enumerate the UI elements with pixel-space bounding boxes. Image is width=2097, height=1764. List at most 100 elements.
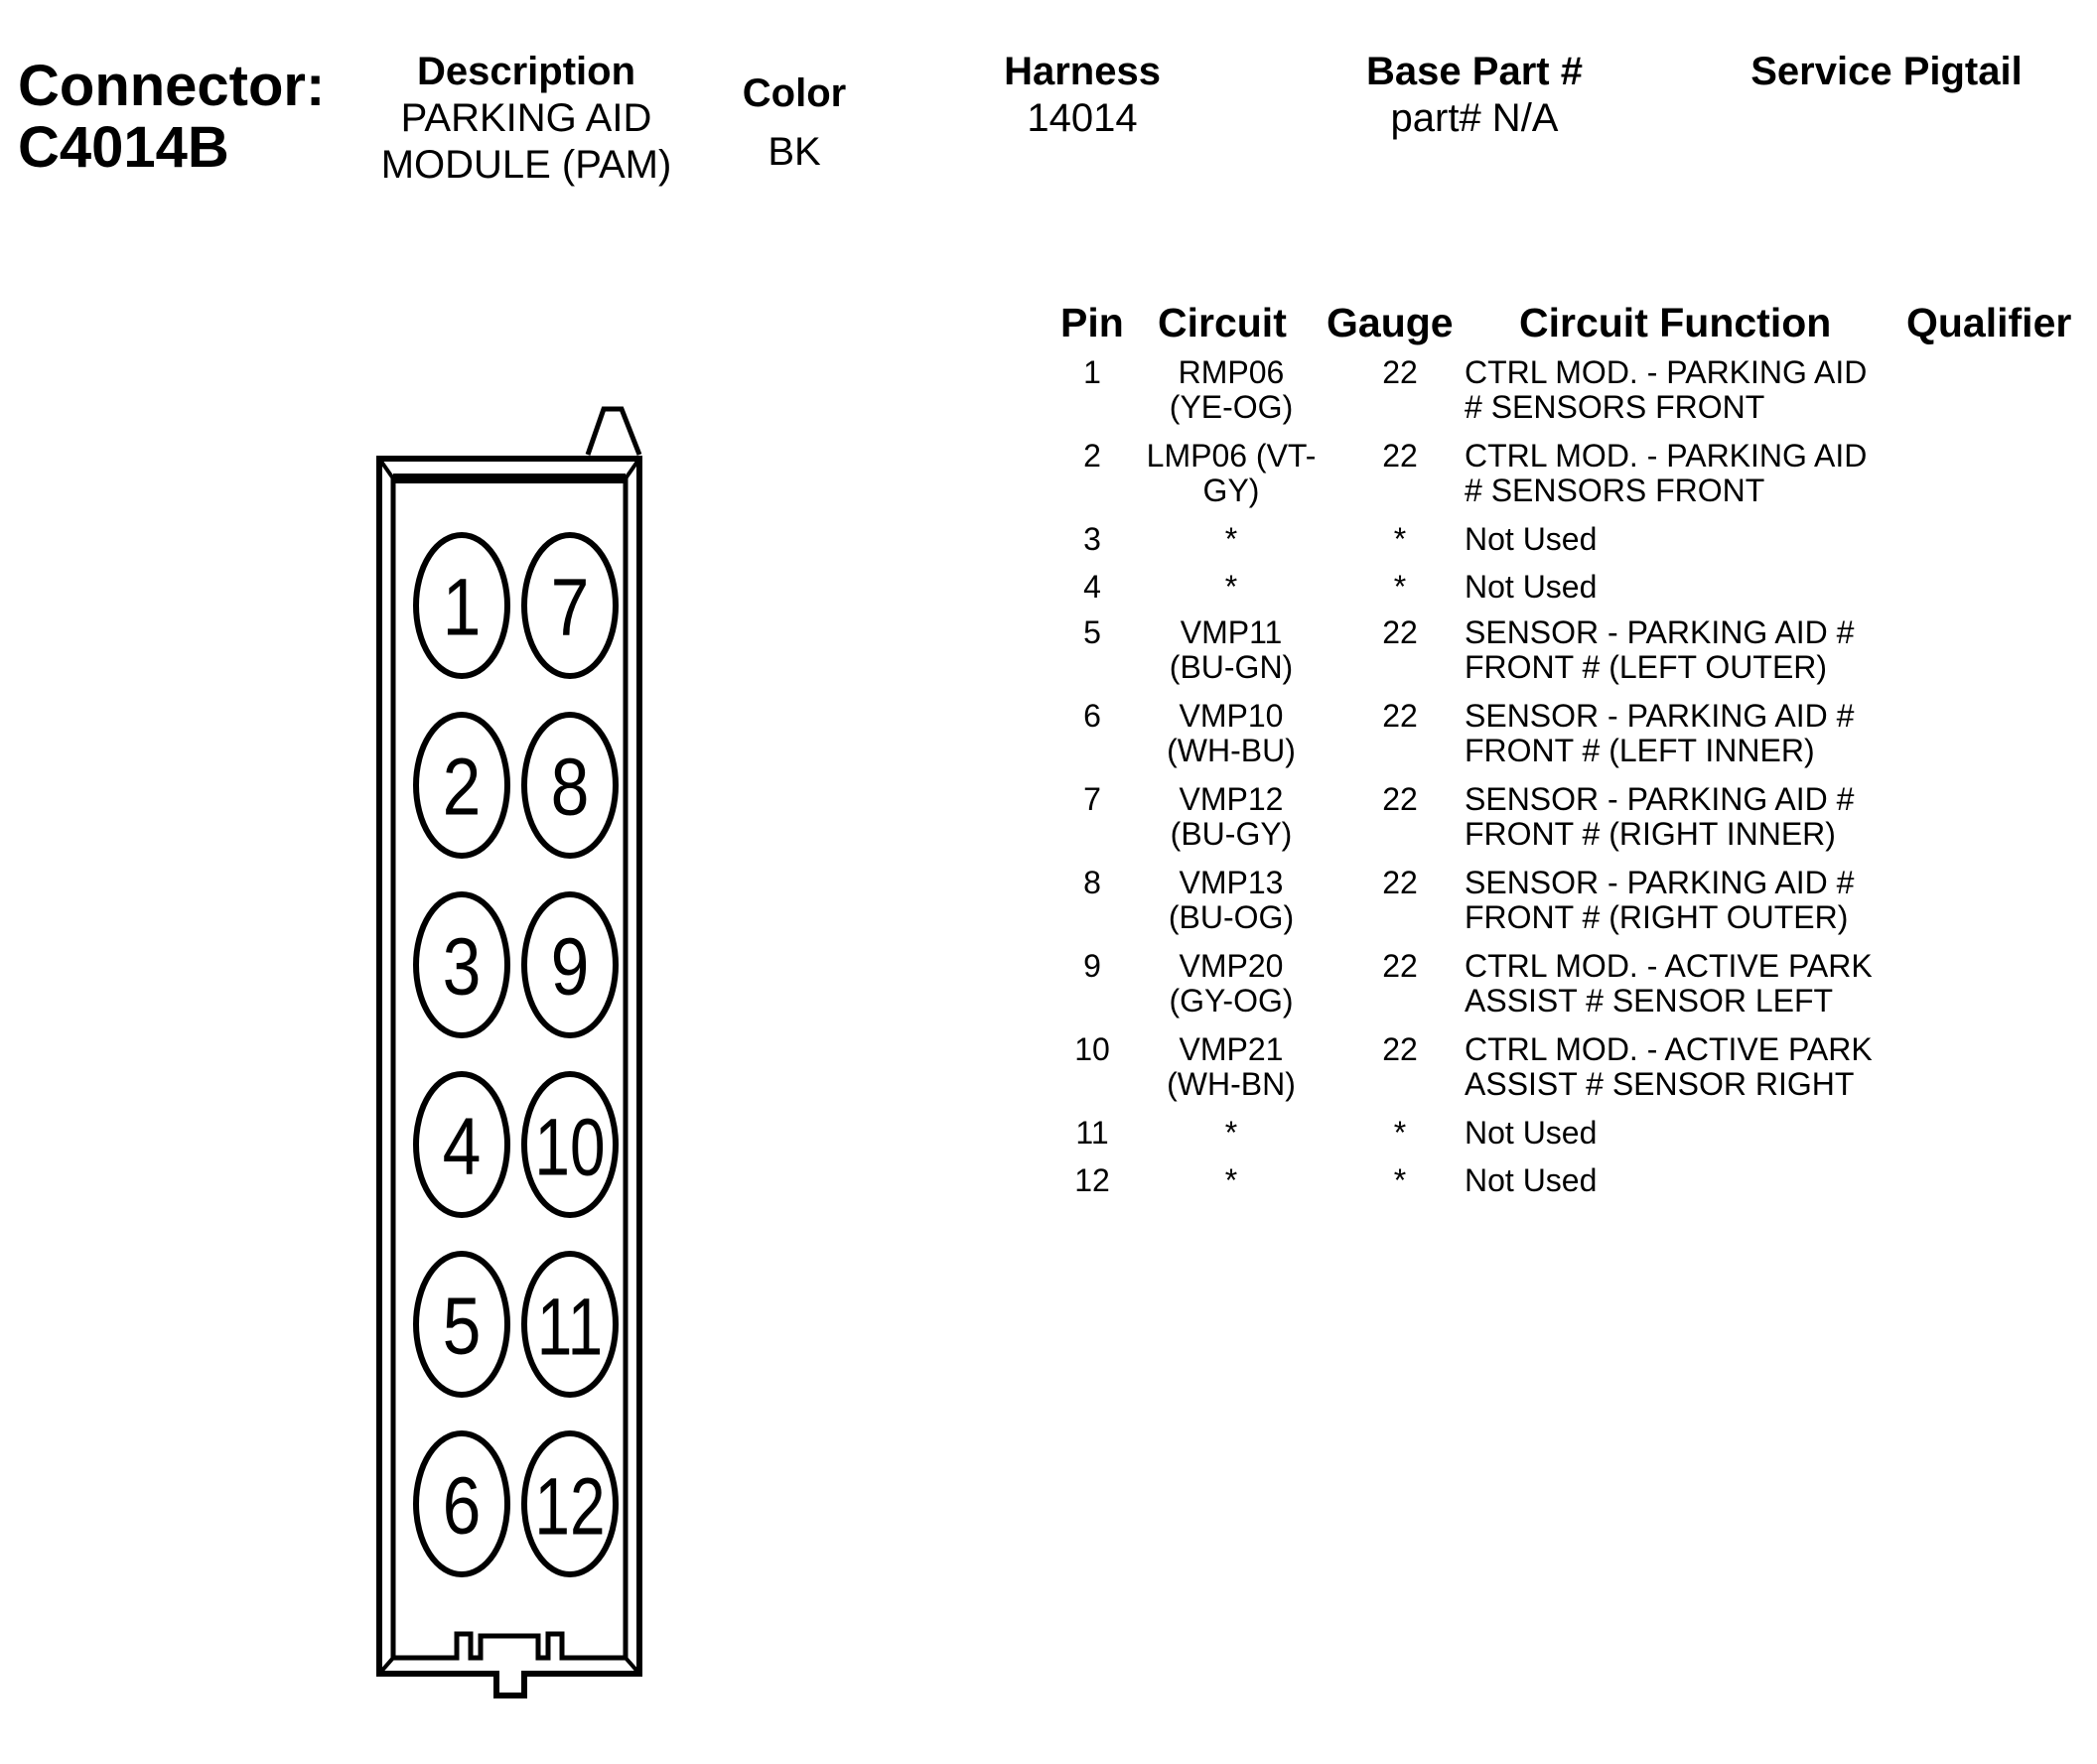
circuit-line: LMP06 (VT-	[1146, 438, 1317, 474]
circuit-line: VMP12	[1179, 781, 1284, 817]
circuit-line: RMP06	[1178, 354, 1285, 390]
description-field: Description PARKING AID MODULE (PAM)	[357, 48, 695, 189]
gauge-cell: 22	[1382, 1031, 1418, 1067]
connector-housing-inner	[390, 475, 629, 1661]
pin-10: 10	[521, 1071, 619, 1218]
color-label: Color	[742, 71, 847, 115]
circuit-function-cell: SENSOR - PARKING AID #FRONT # (RIGHT INN…	[1465, 782, 1906, 852]
circuit-function-line: ASSIST # SENSOR LEFT	[1465, 983, 1834, 1018]
pin-cell: 6	[1083, 698, 1101, 734]
pin-4: 4	[413, 1071, 510, 1218]
circuit-line: VMP11	[1180, 614, 1283, 650]
circuit-function-line: Not Used	[1465, 1162, 1598, 1198]
circuit-line: VMP21	[1179, 1031, 1284, 1067]
gauge-cell: 22	[1382, 354, 1418, 390]
circuit-function-line: Not Used	[1465, 521, 1598, 557]
gauge-cell: *	[1393, 569, 1407, 605]
gauge-cell: 22	[1382, 948, 1418, 984]
circuit-line: *	[1224, 1162, 1238, 1198]
circuit-line: (BU-GN)	[1169, 649, 1294, 685]
gauge-cell: *	[1393, 1162, 1407, 1198]
circuit-function-line: FRONT # (RIGHT OUTER)	[1465, 899, 1849, 935]
pin-8: 8	[521, 712, 619, 859]
gauge-cell: 22	[1382, 614, 1418, 650]
circuit-cell: VMP10(WH-BU)	[1142, 699, 1321, 768]
header-gauge: Gauge	[1327, 300, 1454, 345]
gauge-cell: 22	[1382, 781, 1418, 817]
header-qualifier: Qualifier	[1906, 300, 2072, 345]
connector-title: Connector: C4014B	[18, 56, 325, 179]
description-line-1: PARKING AID	[400, 96, 652, 140]
pin-number: 1	[443, 562, 482, 653]
pin-cavity	[521, 1251, 619, 1398]
pin-cavity	[521, 1071, 619, 1218]
circuit-function-line: # SENSORS FRONT	[1465, 473, 1765, 508]
description-line-2: MODULE (PAM)	[380, 143, 672, 187]
circuit-cell: RMP06(YE-OG)	[1142, 355, 1321, 425]
gauge-cell: 22	[1382, 698, 1418, 734]
pin-3: 3	[413, 891, 510, 1038]
circuit-function-cell: Not Used	[1465, 1116, 1906, 1151]
circuit-function-cell: CTRL MOD. - PARKING AID# SENSORS FRONT	[1465, 439, 1906, 508]
pin-cavity	[413, 891, 510, 1038]
pin-cell: 3	[1083, 521, 1101, 557]
description-label: Description	[416, 50, 636, 93]
circuit-function-line: Not Used	[1465, 1115, 1598, 1151]
circuit-function-line: FRONT # (LEFT INNER)	[1465, 733, 1815, 768]
header-circuit: Circuit	[1158, 300, 1287, 345]
circuit-function-cell: SENSOR - PARKING AID #FRONT # (RIGHT OUT…	[1465, 866, 1906, 935]
header-pin: Pin	[1060, 300, 1124, 345]
circuit-function-cell: SENSOR - PARKING AID #FRONT # (LEFT INNE…	[1465, 699, 1906, 768]
circuit-line: (YE-OG)	[1169, 389, 1294, 425]
circuit-function-cell: CTRL MOD. - PARKING AID# SENSORS FRONT	[1465, 355, 1906, 425]
color-field: Color BK	[715, 69, 874, 176]
pin-number: 8	[551, 742, 590, 833]
circuit-function-line: FRONT # (LEFT OUTER)	[1465, 649, 1828, 685]
circuit-function-line: FRONT # (RIGHT INNER)	[1465, 816, 1836, 852]
circuit-function-line: Not Used	[1465, 569, 1598, 605]
pin-11: 11	[521, 1251, 619, 1398]
pin-cell: 1	[1083, 354, 1101, 390]
circuit-function-cell: SENSOR - PARKING AID #FRONT # (LEFT OUTE…	[1465, 615, 1906, 685]
harness-field: Harness 14014	[963, 48, 1201, 142]
pin-5: 5	[413, 1251, 510, 1398]
circuit-cell: *	[1142, 570, 1321, 605]
circuit-line: (GY-OG)	[1169, 983, 1294, 1018]
pin-cavity	[413, 1071, 510, 1218]
circuit-function-line: SENSOR - PARKING AID #	[1465, 614, 1855, 650]
circuit-cell: *	[1142, 522, 1321, 557]
circuit-cell: VMP11(BU-GN)	[1142, 615, 1321, 685]
gauge-cell: 22	[1382, 865, 1418, 900]
circuit-cell: VMP21(WH-BN)	[1142, 1032, 1321, 1102]
circuit-cell: *	[1142, 1163, 1321, 1198]
pin-2: 2	[413, 712, 510, 859]
circuit-line: (WH-BU)	[1167, 733, 1296, 768]
circuit-function-cell: Not Used	[1465, 522, 1906, 557]
color-value: BK	[768, 130, 821, 174]
pin-number: 3	[443, 921, 482, 1013]
pin-cell: 7	[1083, 781, 1101, 817]
circuit-function-cell: Not Used	[1465, 1163, 1906, 1198]
pin-9: 9	[521, 891, 619, 1038]
connector-label: Connector:	[18, 54, 326, 118]
harness-value: 14014	[1027, 96, 1138, 140]
circuit-function-cell: Not Used	[1465, 570, 1906, 605]
gauge-cell: 22	[1382, 438, 1418, 474]
circuit-function-line: CTRL MOD. - ACTIVE PARK	[1465, 1031, 1873, 1067]
pin-cell: 2	[1083, 438, 1101, 474]
connector-latch	[585, 406, 642, 456]
pin-6: 6	[413, 1430, 510, 1577]
circuit-line: (BU-GY)	[1170, 816, 1293, 852]
harness-label: Harness	[1004, 50, 1161, 93]
circuit-line: *	[1224, 521, 1238, 557]
circuit-line: *	[1224, 1115, 1238, 1151]
pin-7: 7	[521, 532, 619, 679]
circuit-cell: LMP06 (VT-GY)	[1142, 439, 1321, 508]
pin-number: 2	[443, 742, 482, 833]
gauge-cell: *	[1393, 1115, 1407, 1151]
connector-housing-outline	[376, 456, 642, 1698]
gauge-cell: *	[1393, 521, 1407, 557]
